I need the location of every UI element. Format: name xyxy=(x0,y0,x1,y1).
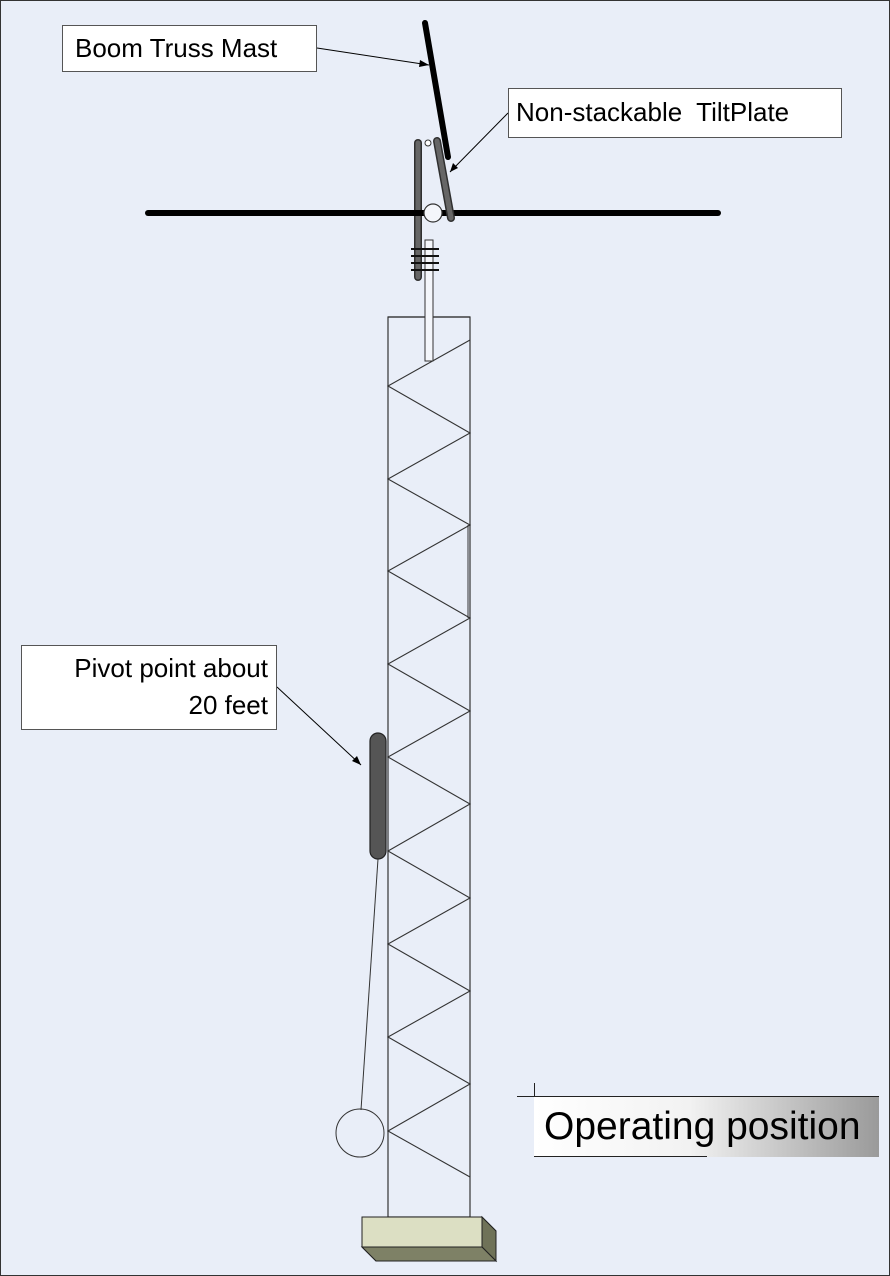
pivot-point-callout: Pivot point about 20 feet xyxy=(21,645,277,730)
tilt-leader-line xyxy=(449,112,509,173)
base-block xyxy=(360,1215,498,1263)
boom-truss-mast xyxy=(422,20,451,160)
mast-clamps xyxy=(411,248,439,271)
tilt-small-circle xyxy=(424,139,432,147)
mast-tube xyxy=(424,239,434,362)
pivot-leader-line xyxy=(276,686,362,766)
pulley-circle xyxy=(335,1108,385,1158)
tilt-plate-label: Non-stackable TiltPlate xyxy=(516,97,790,127)
pivot-label-line2: 20 feet xyxy=(188,690,268,720)
tower-frame xyxy=(387,316,471,1218)
tilt-plate-callout: Non-stackable TiltPlate xyxy=(508,88,842,138)
mast-leader-line xyxy=(316,47,430,66)
gin-line xyxy=(360,858,379,1111)
tilt-pivot-circle xyxy=(423,203,443,223)
diagram-title: Operating position xyxy=(534,1097,879,1157)
boom-truss-mast-label: Boom Truss Mast xyxy=(75,33,278,63)
tower-lattice xyxy=(386,339,472,1178)
boom-truss-mast-callout: Boom Truss Mast xyxy=(62,25,317,72)
pivot-label-line1: Pivot point about xyxy=(74,653,268,683)
title-rule-top xyxy=(517,1096,879,1097)
pivot-bar xyxy=(369,732,387,860)
title-rule-bottom xyxy=(534,1156,707,1157)
